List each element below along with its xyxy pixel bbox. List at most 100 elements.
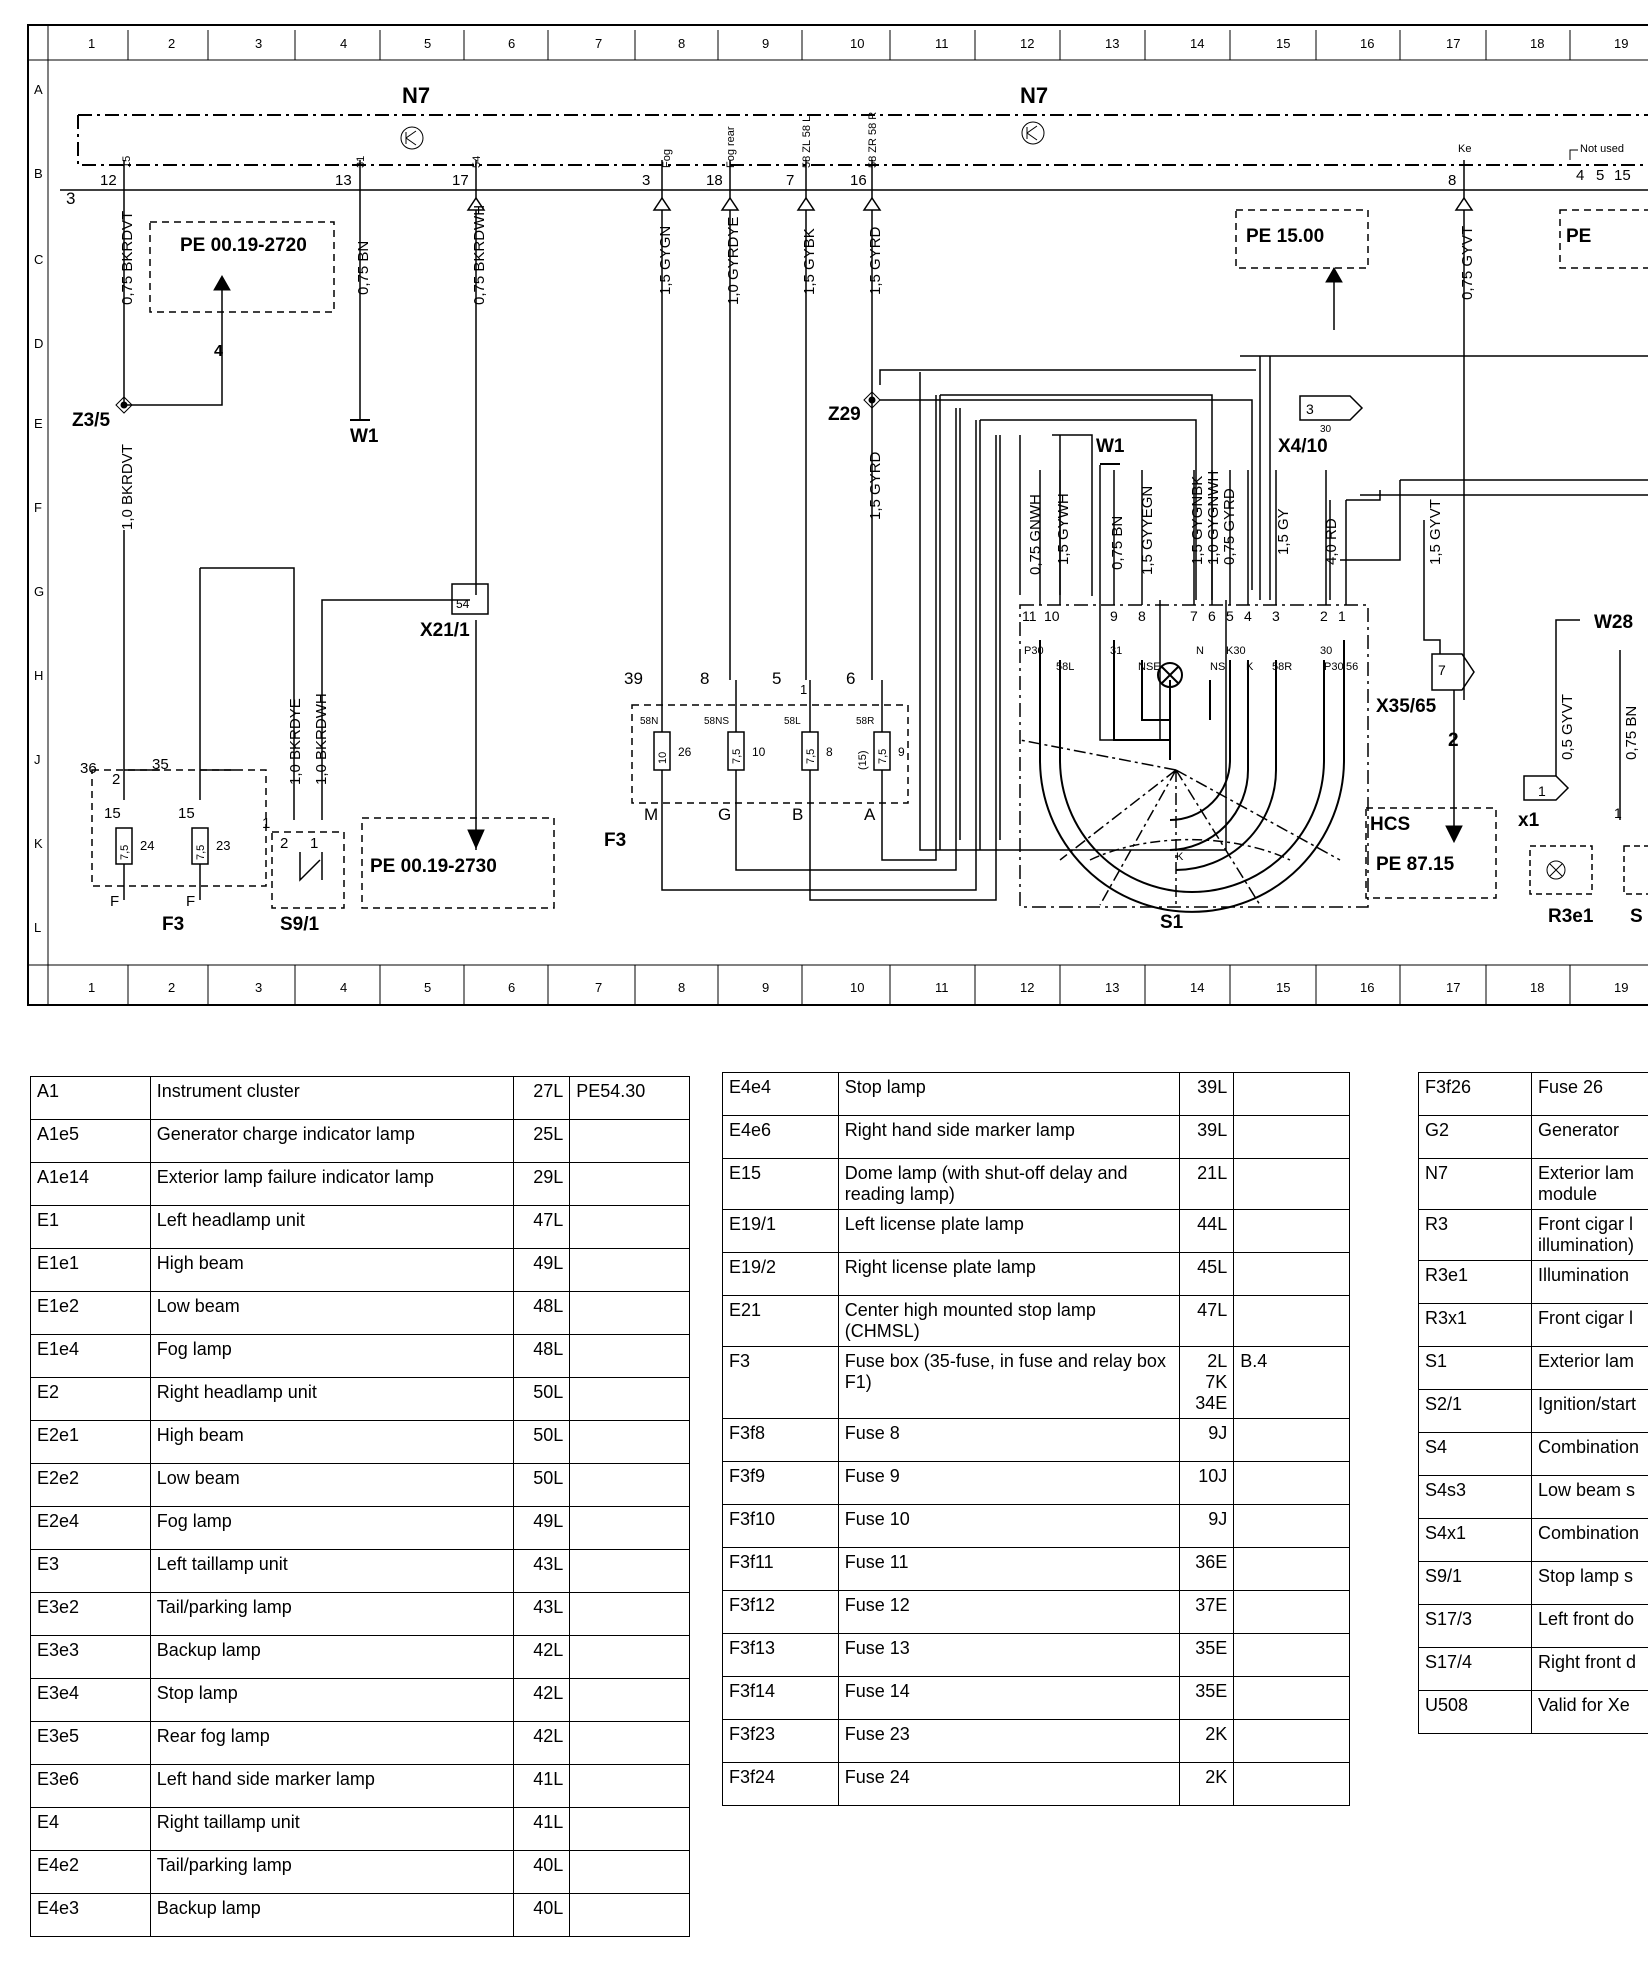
wire-label: 1,5 GYRD [867,451,884,520]
legend-desc: Right front d [1531,1647,1648,1691]
wire-label: 1,0 GYRDYE [725,217,742,305]
wire-label: 1,5 GYRD [867,226,884,295]
n7-label-right: N7 [1020,83,1048,108]
legend-desc: Rear fog lamp [149,1721,515,1765]
legend-code: E4e3 [30,1893,151,1937]
s1-pin-7: 7 [1190,608,1198,624]
legend-code: U508 [1418,1690,1532,1734]
fuse-left-35: 35 [152,756,169,773]
legend-desc: Fuse box (35-fuse, in fuse and relay box… [837,1346,1180,1419]
legend-code: G2 [1418,1115,1532,1159]
legend-loc: 44L [1178,1209,1235,1253]
s1-pin-1: 1 [1338,608,1346,624]
column-number: 13 [1105,36,1119,51]
legend-code: F3f9 [722,1461,839,1505]
column-number: 3 [255,36,262,51]
legend-ref [1233,1461,1350,1505]
w28-label: W28 [1594,612,1633,633]
fuse-left-F-a: F [110,893,119,910]
legend-loc: 9J [1178,1418,1235,1462]
legend-desc: Generator charge indicator lamp [149,1119,515,1163]
column-number: 4 [340,36,347,51]
legend-code: E15 [722,1158,839,1210]
row-letter: A [34,82,43,97]
legend-desc: Backup lamp [149,1635,515,1679]
legend-loc: 21L [1178,1158,1235,1210]
legend-ref [1233,1590,1350,1634]
fuse-mid-15: (15) [857,750,869,770]
legend-ref [1233,1762,1350,1806]
s1-pin-10: 10 [1044,608,1060,624]
fuse-mid-M: M [644,805,658,824]
s1-term-p30: P30 [1024,645,1044,657]
term-58zl: 58 ZL 58 L [801,116,813,168]
fuse-mid-58ns: 58NS [704,716,729,727]
s1-pin-3: 3 [1272,608,1280,624]
row-letter: H [34,668,43,683]
reference-pe-right: PE [1566,226,1591,247]
legend-loc: 50L [513,1420,571,1464]
s9-1-pin-1b: 1 [310,835,318,852]
row-letter: L [34,920,41,935]
legend-desc: Front cigar l illumination) [1531,1209,1648,1261]
reference-box-pe-15 [1235,209,1369,269]
legend-loc: 29L [513,1162,571,1206]
legend-loc: 42L [513,1635,571,1679]
legend-code: F3f12 [722,1590,839,1634]
legend-ref [569,1764,690,1808]
row-letter: D [34,336,43,351]
legend-code: E4e4 [722,1072,839,1116]
pin-8: 8 [1448,172,1456,189]
column-number: 8 [678,36,685,51]
legend-ref [569,1248,690,1292]
legend-ref [1233,1719,1350,1763]
wire-label: 1,5 GYWH [1055,493,1072,565]
legend-loc: 47L [1178,1295,1235,1347]
connector-x1 [1523,775,1570,801]
legend-desc: Fuse 12 [837,1590,1180,1634]
fuse-10-rating: 7,5 [731,749,743,764]
wire-label: 0,75 GYVT [1459,226,1476,300]
fuse-23-rating: 7,5 [195,845,207,860]
legend-desc: Stop lamp s [1531,1561,1648,1605]
legend-loc: 2K [1178,1719,1235,1763]
legend-code: S9/1 [1418,1561,1532,1605]
legend-code: E2e4 [30,1506,151,1550]
legend-desc: Low beam [149,1463,515,1507]
legend-code: F3f14 [722,1676,839,1720]
column-number: 12 [1020,980,1034,995]
legend-ref [1233,1676,1350,1720]
legend-desc: Fuse 26 [1531,1072,1648,1116]
legend-loc: 41L [513,1807,571,1851]
legend-code: F3 [722,1346,839,1419]
legend-loc: 45L [1178,1252,1235,1296]
term-58zr: 58 ZR 58 R [867,112,879,168]
column-number: 4 [340,980,347,995]
legend-desc: Combination [1531,1432,1648,1476]
legend-desc: Exterior lamp failure indicator lamp [149,1162,515,1206]
column-number: 15 [1276,980,1290,995]
legend-loc: 27L [513,1076,571,1120]
column-number: 18 [1530,980,1544,995]
legend-desc: Right license plate lamp [837,1252,1180,1296]
column-number: 2 [168,980,175,995]
legend-code: E4e2 [30,1850,151,1894]
wire-label: 1,5 GYGNBK [1189,476,1206,565]
wire-label: 1,0 GYGNWH [1205,471,1222,565]
s1-pin-8: 8 [1138,608,1146,624]
legend-desc: Instrument cluster [149,1076,515,1120]
